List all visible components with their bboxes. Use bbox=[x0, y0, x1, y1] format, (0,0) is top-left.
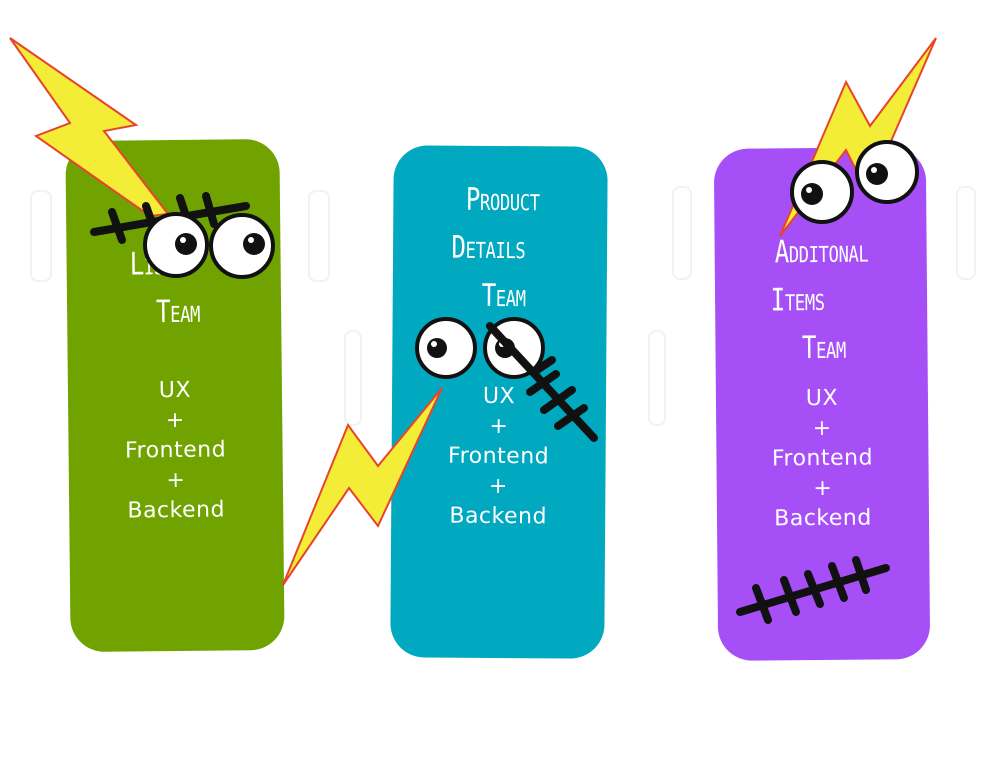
connector-right-b bbox=[956, 186, 976, 280]
stitches-icon bbox=[486, 322, 598, 442]
connector-center bbox=[344, 330, 362, 426]
connector-mid-left bbox=[308, 190, 330, 282]
connector-right-a bbox=[672, 186, 692, 280]
connector-mid-right bbox=[648, 330, 666, 426]
stitches-icon bbox=[736, 556, 890, 624]
lightning-bolt-icon bbox=[282, 387, 443, 586]
lightning-bolt-icon bbox=[9, 37, 170, 218]
googly-eyes-icon bbox=[143, 212, 275, 279]
googly-eyes-icon bbox=[790, 140, 919, 224]
connector-left bbox=[30, 190, 52, 282]
